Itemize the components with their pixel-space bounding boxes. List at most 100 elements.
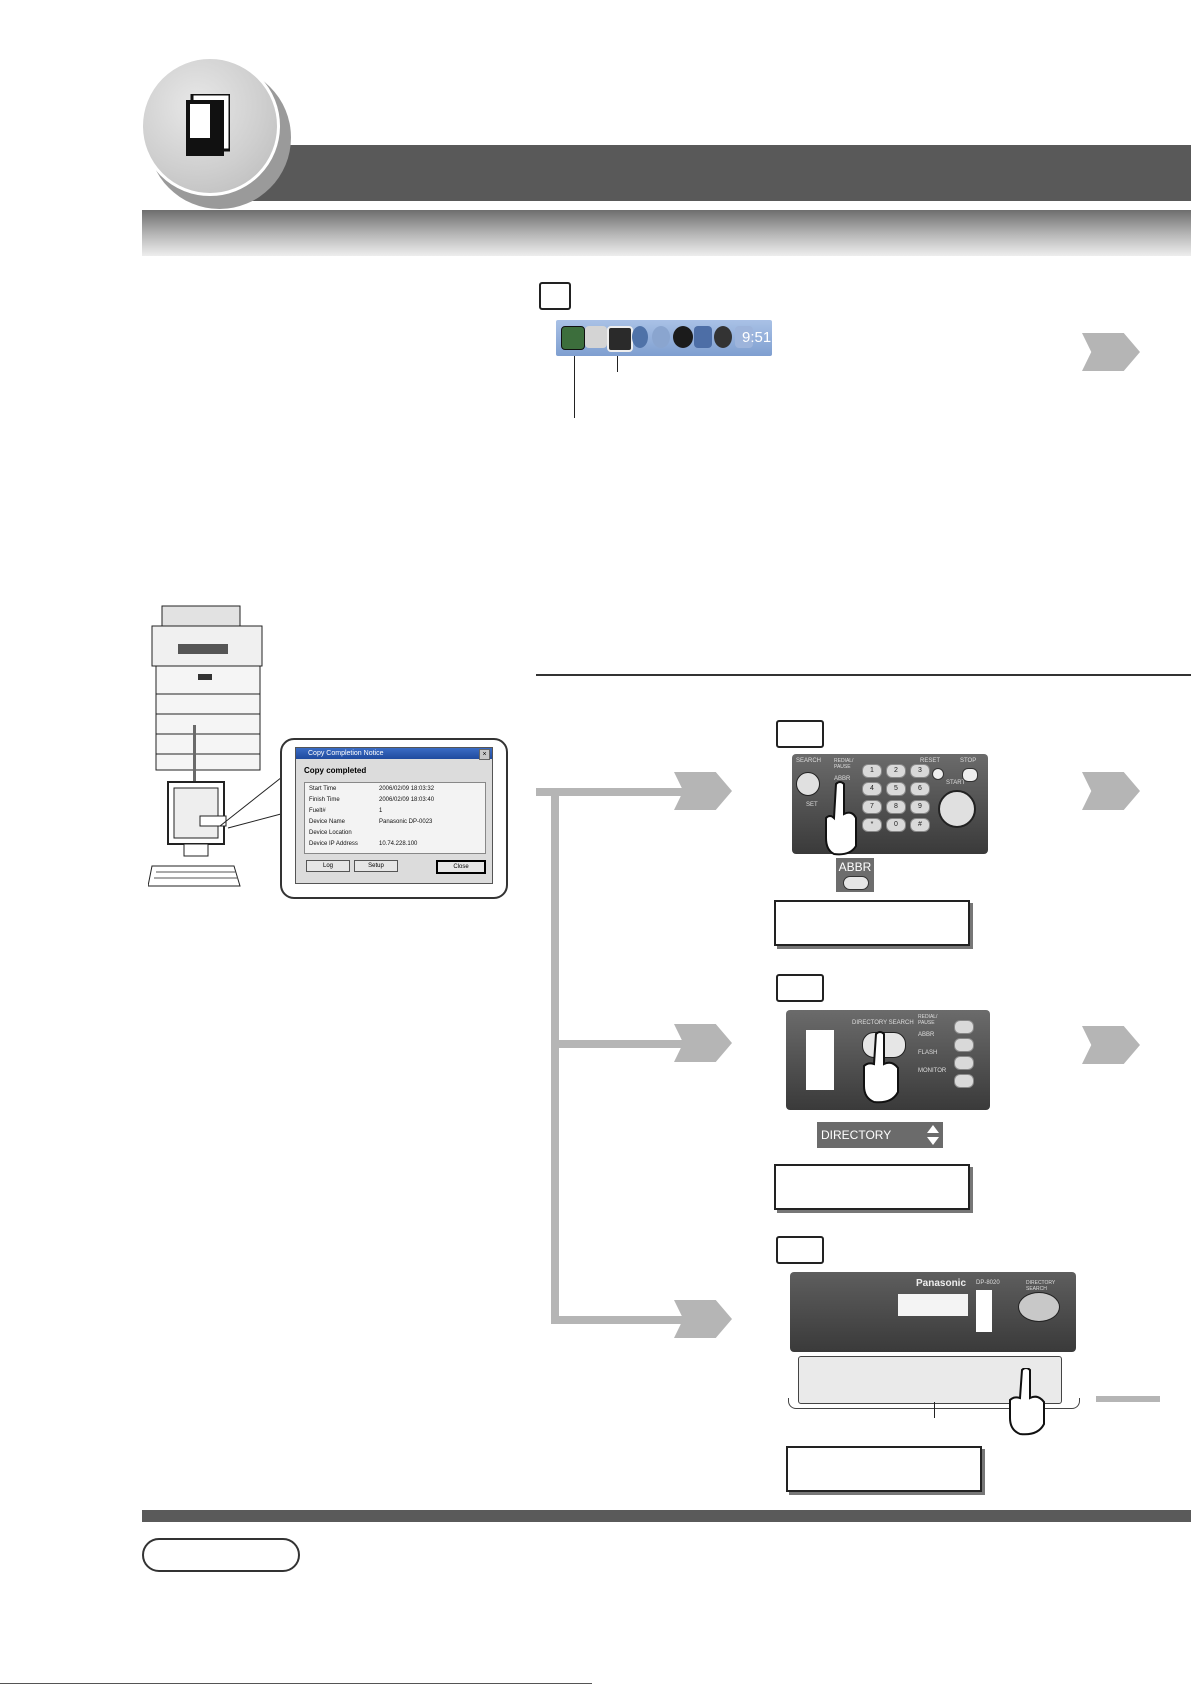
step-number-box — [776, 720, 824, 748]
sync-tray-icon[interactable] — [632, 326, 648, 348]
pointing-hand-icon — [825, 781, 857, 856]
network-tray-icon[interactable] — [652, 326, 670, 348]
next-arrow — [1082, 772, 1140, 810]
stop-button[interactable] — [962, 768, 978, 782]
model-label: DP-8020 — [976, 1280, 1000, 1286]
copy-completion-notice-window: Copy Completion Notice × Copy completed … — [295, 747, 493, 884]
detail-label: Fuelt# — [309, 808, 326, 814]
panel-label: RESET — [920, 758, 941, 764]
control-panel-directory: DIRECTORY SEARCH REDIAL/ PAUSE ABBR FLAS… — [786, 1010, 990, 1110]
keypad-key[interactable]: 6 — [910, 782, 930, 796]
section-subheader-band — [142, 210, 1191, 256]
connection-arrow-shaft — [193, 725, 196, 785]
step-number-box — [776, 1236, 824, 1264]
panel-label: ABBR — [834, 776, 851, 782]
one-touch-card — [806, 1030, 834, 1090]
detail-label: Device Name — [309, 819, 346, 825]
keypad-key[interactable]: 2 — [886, 764, 906, 778]
copy-monitor-tray-icon[interactable] — [607, 326, 633, 352]
keypad-key[interactable] — [954, 1038, 974, 1052]
brand-logo: Panasonic — [916, 1278, 967, 1289]
device-monitor-tray-icon[interactable] — [561, 326, 585, 350]
keypad-key[interactable] — [954, 1074, 974, 1088]
document-icon — [186, 94, 230, 156]
n-logo-tray-icon[interactable] — [673, 326, 693, 348]
abbr-label: ABBR — [838, 860, 872, 874]
security-tray-icon[interactable] — [714, 326, 732, 348]
close-button[interactable]: Close — [436, 860, 486, 874]
panel-label: REDIAL/ PAUSE — [834, 758, 854, 770]
panel-label: FLASH — [918, 1050, 938, 1056]
printer-tray-icon[interactable] — [585, 326, 607, 348]
control-panel-keypad: SEARCH REDIAL/ PAUSE ABBR RESET STOP STA… — [792, 754, 988, 854]
section-divider — [536, 674, 1191, 676]
keypad-key[interactable]: 9 — [910, 800, 930, 814]
keypad-key[interactable]: 5 — [886, 782, 906, 796]
navigation-dial[interactable] — [1018, 1292, 1060, 1322]
audio-tray-icon[interactable] — [694, 326, 712, 348]
detail-value: 2006/02/09 18:03:32 — [379, 786, 435, 792]
panel-label: ABBR — [918, 1032, 935, 1038]
continuation-line — [1096, 1396, 1160, 1402]
flow-branch-line — [551, 1040, 686, 1048]
step-number-box — [776, 974, 824, 1002]
keypad-key[interactable] — [954, 1020, 974, 1034]
keypad-key[interactable] — [954, 1056, 974, 1070]
panel-label: STOP — [960, 758, 977, 764]
panel-label: DIRECTORY SEARCH — [852, 1020, 914, 1026]
notice-heading: Copy completed — [304, 766, 367, 775]
keypad-key[interactable]: 8 — [886, 800, 906, 814]
up-down-arrows-icon — [927, 1125, 939, 1145]
one-touch-keyboard[interactable] — [798, 1356, 1062, 1404]
one-touch-card — [976, 1290, 992, 1332]
lcd-window — [898, 1294, 968, 1316]
detail-label: Device IP Address — [309, 841, 358, 847]
lcd-display — [774, 1164, 970, 1210]
keypad-key[interactable]: 1 — [862, 764, 882, 778]
setup-button[interactable]: Setup — [354, 860, 398, 872]
keypad-key[interactable]: 4 — [862, 782, 882, 796]
navigation-dial[interactable] — [796, 772, 820, 796]
footer-line — [0, 1683, 592, 1684]
detail-label: Start Time — [309, 786, 337, 792]
lcd-display — [774, 900, 970, 946]
keypad-key[interactable]: 7 — [862, 800, 882, 814]
keypad-key[interactable]: # — [910, 818, 930, 832]
keypad-key[interactable]: 0 — [886, 818, 906, 832]
abbr-button[interactable] — [843, 876, 869, 890]
directory-search-label: DIRECTORY SEARCH — [817, 1122, 943, 1168]
computer-illustration — [148, 781, 241, 887]
pointing-hand-icon — [863, 1031, 899, 1104]
flow-vertical-line — [551, 790, 559, 1322]
callout-line — [574, 356, 575, 418]
control-panel-full: Panasonic DP-8020 DIRECTORY SEARCH — [790, 1272, 1076, 1352]
flow-branch-line — [536, 788, 686, 796]
log-button[interactable]: Log — [306, 860, 350, 872]
panel-label: DIRECTORY SEARCH — [1026, 1280, 1056, 1292]
window-title: Copy Completion Notice — [296, 748, 492, 759]
panel-label: MONITOR — [918, 1068, 947, 1074]
detail-label: Device Location — [309, 830, 352, 836]
tray-clock: 9:51 — [742, 329, 772, 346]
footer-rule — [142, 1510, 1191, 1522]
detail-value: 10.74.228.100 — [379, 841, 418, 847]
connection-tray-icon[interactable] — [735, 326, 753, 348]
detail-value: Panasonic DP-0023 — [379, 819, 433, 825]
panel-label: SEARCH — [796, 758, 822, 764]
reset-button[interactable] — [932, 768, 944, 780]
detail-label: Finish Time — [309, 797, 340, 803]
keypad-key[interactable]: * — [862, 818, 882, 832]
notice-details: Start Time 2006/02/09 18:03:32 Finish Ti… — [304, 782, 486, 854]
detail-value: 1 — [379, 808, 383, 814]
multifunction-printer-illustration — [151, 605, 263, 771]
flow-branch-line — [551, 1316, 686, 1324]
start-button[interactable] — [938, 790, 976, 828]
panel-label: SET — [806, 802, 818, 808]
next-arrow — [1082, 333, 1140, 371]
panel-label: START — [946, 780, 966, 786]
note-pill — [142, 1538, 300, 1572]
keypad-key[interactable]: 3 — [910, 764, 930, 778]
close-icon[interactable]: × — [479, 749, 490, 760]
callout-line — [934, 1402, 935, 1418]
lcd-display — [786, 1446, 982, 1492]
